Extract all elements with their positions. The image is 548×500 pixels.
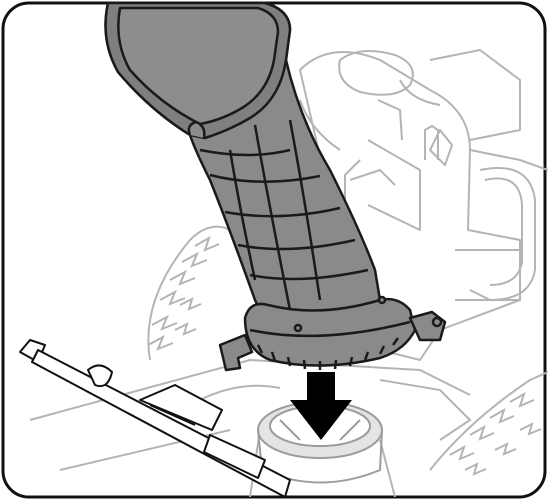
chute-control-rod xyxy=(19,339,291,498)
down-arrow-icon xyxy=(290,372,352,440)
tire-left xyxy=(147,225,231,361)
tire-right xyxy=(429,371,548,476)
discharge-chute xyxy=(104,1,387,340)
chute-rotation-ring xyxy=(218,295,447,372)
